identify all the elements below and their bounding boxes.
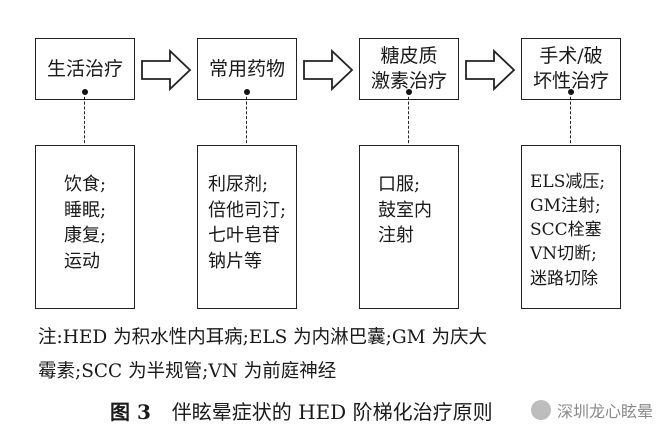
connector-dot-1 [82, 89, 88, 95]
watermark: 深圳龙心眩晕 [530, 398, 653, 422]
detail-1-line-3: 康复; [64, 225, 107, 247]
detail-box-3: 口服; 鼓室内 注射 [359, 145, 459, 309]
step-2-title-line-1: 常用药物 [208, 57, 285, 80]
footnote-line-1: 注:HED 为积水性内耳病;ELS 为内淋巴囊;GM 为庆大 [38, 327, 487, 348]
detail-3-line-3: 注射 [378, 225, 414, 247]
detail-3-line-1: 口服; [378, 174, 421, 195]
detail-1-line-4: 运动 [64, 250, 100, 272]
watermark-logo-icon [530, 400, 551, 420]
detail-box-4: ELS减压; GM注射; SCC栓塞 VN切断; 迷路切除 [521, 145, 621, 309]
detail-1-line-1: 饮食; [64, 174, 107, 195]
step-arrow-3 [465, 48, 516, 92]
step-arrow-2 [303, 48, 354, 92]
detail-4-line-2: GM注射; [530, 196, 601, 217]
detail-4-line-3: SCC栓塞 [530, 220, 602, 241]
detail-2-line-2: 倍他司汀; [208, 199, 287, 221]
detail-1-line-2: 睡眠; [64, 199, 107, 221]
detail-4-line-1: ELS减压; [530, 172, 606, 192]
detail-2-line-1: 利尿剂; [208, 174, 269, 195]
detail-4-line-4: VN切断; [530, 244, 597, 265]
detail-box-1: 饮食; 睡眠; 康复; 运动 [35, 145, 135, 309]
detail-2-line-4: 钠片等 [208, 250, 262, 272]
watermark-text: 深圳龙心眩晕 [556, 402, 653, 421]
detail-2-line-3: 七叶皂苷 [208, 225, 280, 247]
connector-dot-4 [568, 89, 574, 95]
detail-4-line-5: 迷路切除 [530, 268, 598, 289]
step-3-title-line-1: 糖皮质 [380, 45, 438, 68]
dashed-connector-2 [246, 92, 247, 148]
dashed-connector-3 [408, 92, 409, 148]
dashed-connector-4 [570, 92, 571, 148]
step-3-title-line-2: 激素治疗 [370, 70, 447, 92]
step-4-title-line-2: 坏性治疗 [532, 70, 609, 92]
step-4-title-line-1: 手术/破 [539, 45, 603, 68]
detail-3-line-2: 鼓室内 [378, 199, 432, 221]
figure-label: 图 3 [110, 400, 151, 424]
figure-title: 伴眩晕症状的 HED 阶梯化治疗原则 [171, 400, 493, 424]
step-arrow-1 [141, 48, 192, 92]
detail-box-2: 利尿剂; 倍他司汀; 七叶皂苷 钠片等 [197, 145, 297, 309]
connector-dot-3 [406, 89, 412, 95]
footnote-line-2: 霉素;SCC 为半规管;VN 为前庭神经 [38, 361, 337, 382]
figure-caption: 图 3 伴眩晕症状的 HED 阶梯化治疗原则 [110, 396, 493, 425]
connector-dot-2 [244, 89, 250, 95]
step-1-title-line-1: 生活治疗 [46, 57, 123, 80]
dashed-connector-1 [84, 92, 85, 148]
